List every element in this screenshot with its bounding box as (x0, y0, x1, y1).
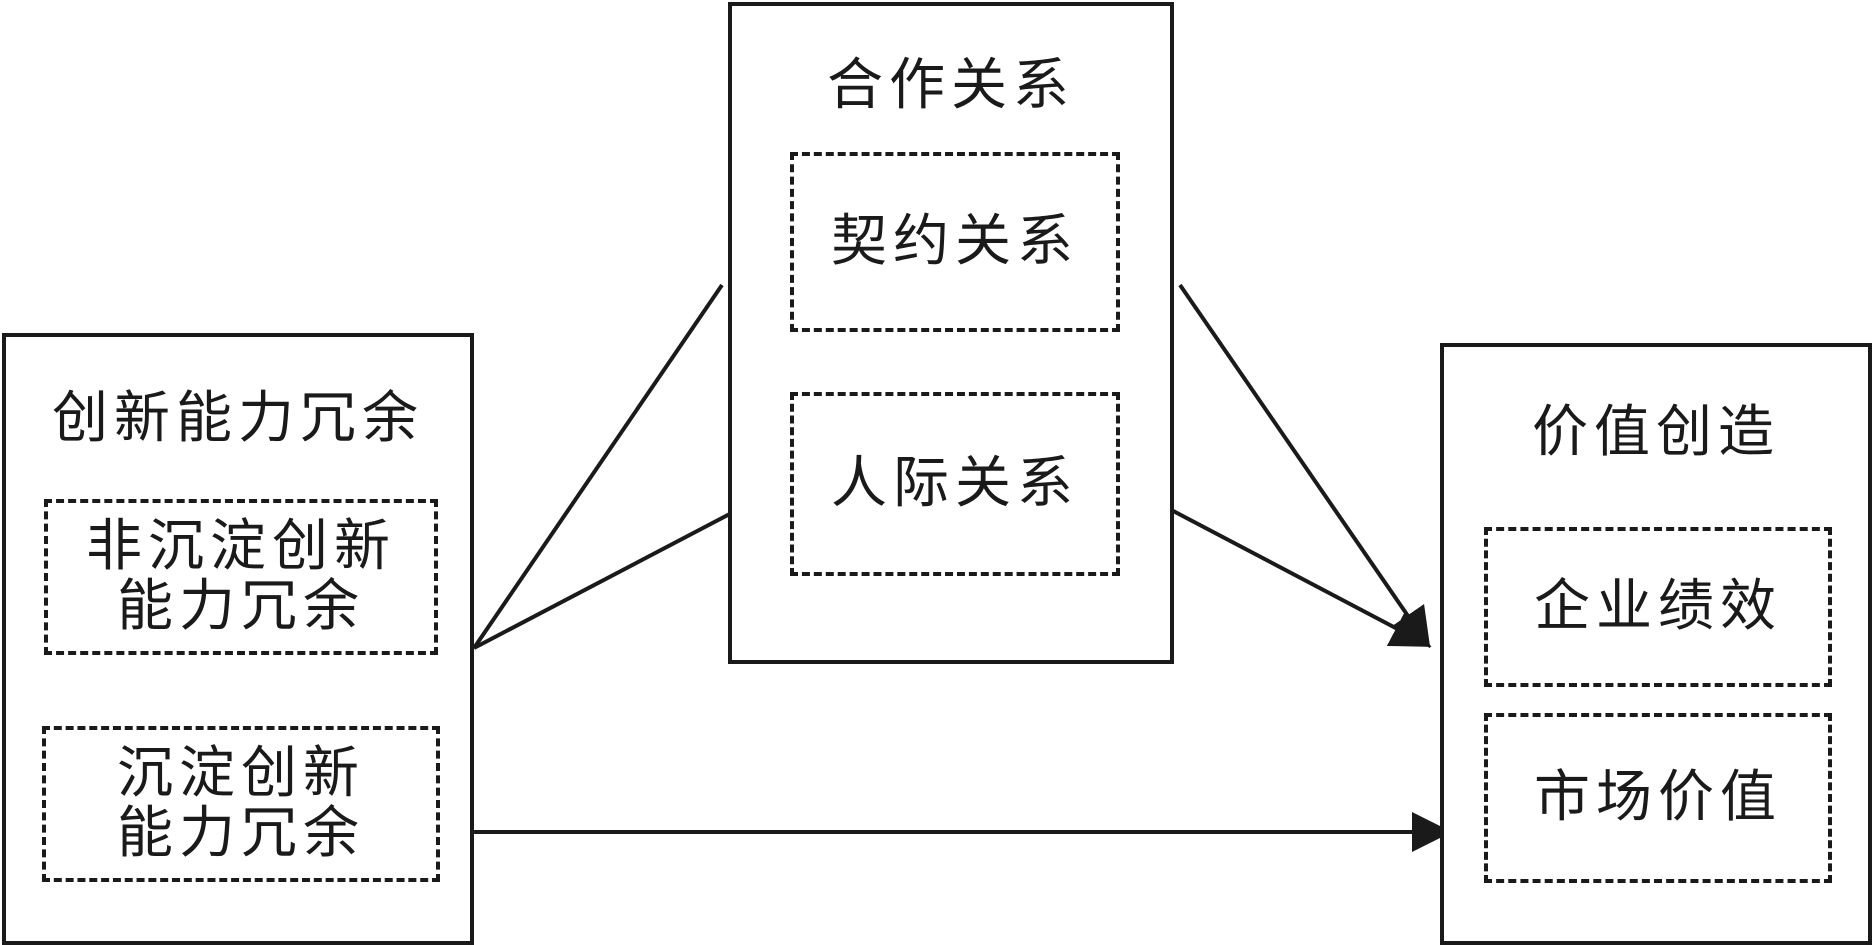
contract-relationship-label: 契约关系 (831, 209, 1079, 274)
line-left-to-middle-top (472, 283, 724, 650)
market-value-box: 市场价值 (1484, 713, 1832, 883)
line-middle-to-right-top (1178, 283, 1431, 649)
cooperation-relationship-title: 合作关系 (827, 53, 1075, 118)
non-sedimentary-line1: 非沉淀创新 (86, 514, 396, 579)
interpersonal-relationship-box: 人际关系 (790, 392, 1120, 576)
innovation-redundancy-title: 创新能力冗余 (52, 386, 424, 451)
non-sedimentary-redundancy-box: 非沉淀创新 能力冗余 (44, 499, 438, 655)
firm-performance-box: 企业绩效 (1484, 527, 1832, 687)
contract-relationship-box: 契约关系 (790, 152, 1120, 332)
firm-performance-label: 企业绩效 (1534, 574, 1782, 639)
cooperation-relationship-box: 合作关系 契约关系 人际关系 (728, 2, 1174, 664)
interpersonal-relationship-label: 人际关系 (831, 451, 1079, 516)
market-value-label: 市场价值 (1534, 765, 1782, 830)
value-creation-box: 价值创造 企业绩效 市场价值 (1440, 343, 1872, 945)
non-sedimentary-line2: 能力冗余 (117, 574, 365, 639)
sedimentary-redundancy-box: 沉淀创新 能力冗余 (42, 726, 440, 882)
sedimentary-line2: 能力冗余 (117, 801, 365, 866)
innovation-redundancy-box: 创新能力冗余 非沉淀创新 能力冗余 沉淀创新 能力冗余 (2, 333, 474, 945)
sedimentary-line1: 沉淀创新 (117, 741, 365, 806)
value-creation-title: 价值创造 (1532, 400, 1780, 465)
